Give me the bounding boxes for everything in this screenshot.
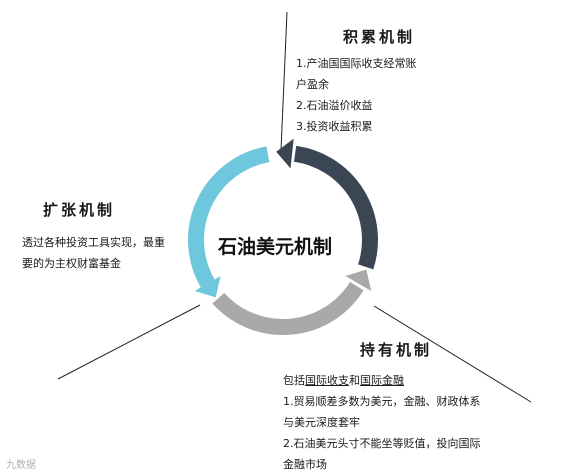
holding-text: 包括国际收支和国际金融 1.贸易顺差多数为美元，金融、财政体系 与美元深度套牢 … [283, 370, 481, 475]
dark-arc-accumulation [293, 145, 378, 270]
divider-line-right [373, 305, 532, 403]
arrowhead-gray-icon [345, 269, 372, 291]
divider-line-top [280, 11, 288, 151]
accumulation-line: 1.产油国国际收支经常账 [296, 57, 417, 70]
holding-line: 与美元深度套牢 [283, 416, 360, 429]
heading-holding: 持有机制 [360, 341, 433, 359]
heading-expansion: 扩张机制 [43, 201, 116, 219]
holding-line: 2.石油美元头寸不能坐等贬值，投向国际 [283, 437, 481, 450]
watermark-logo: 九数据 [6, 460, 36, 471]
expansion-line: 要的为主权财富基金 [22, 257, 121, 270]
accumulation-line: 3.投资收益积累 [296, 120, 373, 133]
center-title: 石油美元机制 [217, 236, 332, 258]
link-international-finance[interactable]: 国际金融 [360, 374, 404, 387]
heading-accumulation: 积累机制 [343, 28, 416, 46]
accumulation-text: 1.产油国国际收支经常账 户盈余 2.石油溢价收益 3.投资收益积累 [296, 53, 417, 137]
accumulation-line: 户盈余 [296, 78, 329, 91]
blue-arc-expansion [188, 146, 270, 288]
arrowhead-dark-icon [276, 138, 294, 169]
holding-line: 1.贸易顺差多数为美元，金融、财政体系 [283, 395, 481, 408]
expansion-line: 透过各种投资工具实现，最重 [22, 236, 165, 249]
link-balance-of-payments[interactable]: 国际收支 [305, 374, 349, 387]
holding-line: 金融市场 [283, 458, 327, 471]
holding-intro: 包括国际收支和国际金融 [283, 374, 404, 387]
gray-arc-holding [212, 281, 364, 335]
arrowhead-blue-icon [194, 276, 221, 298]
accumulation-line: 2.石油溢价收益 [296, 99, 373, 112]
divider-line-left [57, 304, 201, 380]
expansion-text: 透过各种投资工具实现，最重 要的为主权财富基金 [22, 232, 165, 274]
